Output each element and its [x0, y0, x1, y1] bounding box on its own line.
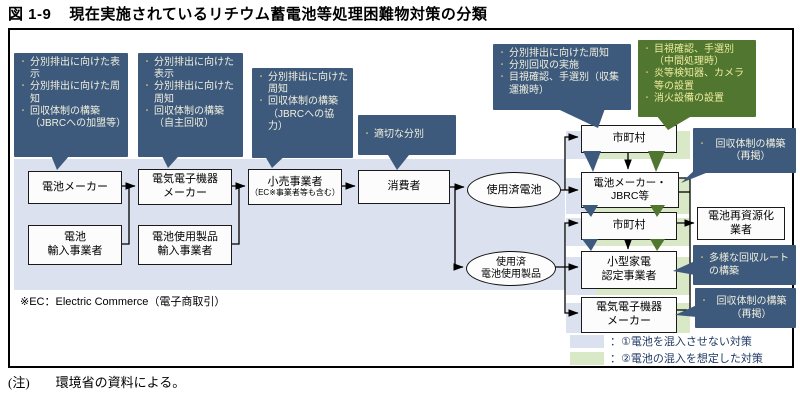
ellipse-used-product-line1: 使用済: [496, 257, 526, 268]
callout-item: 分別排出に向けた表示: [19, 57, 124, 81]
source-note-text: 環境省の資料による。: [55, 375, 186, 390]
box-consumer-label: 消費者: [387, 180, 421, 193]
legend-row-measure2: ：②電池の混入を想定した対策: [570, 350, 763, 366]
callout-item: 回収体制の構築（JBRCへの協力）: [257, 96, 349, 133]
legend-label-measure1: ：①電池を混入させない対策: [610, 336, 752, 348]
box-small-appliance-certified: 小型家電 認定事業者: [581, 251, 677, 289]
callout-item: 目視確認、手選別（中間処理時）: [643, 44, 752, 68]
callout-collection-system-repeat-1: 回収体制の構築（再掲）: [693, 128, 796, 173]
source-note-label: (注): [8, 375, 30, 390]
callout-elec-maker-measures: 分別排出に向けた表示 分別排出に向けた周知 回収体制の構築（自主回収）: [138, 53, 243, 157]
callout-item: 回収体制の構築（自主回収）: [143, 106, 239, 130]
box-small-appliance-line1: 小型家電: [607, 256, 651, 269]
box-retailer-line2: （EC※事業者等も含む）: [250, 188, 340, 198]
callout-item: 回収体制の構築（JBRCへの加盟等）: [19, 106, 126, 130]
callout-item: 適切な分別: [363, 129, 424, 141]
figure-number: 図 1-9: [8, 6, 52, 23]
box-battery-recycler-line1: 電池再資源化: [708, 209, 774, 222]
box-battery-importer-line1: 電池: [64, 231, 86, 244]
box-product-importer-line2: 輸入事業者: [157, 245, 213, 257]
box-battery-maker-label: 電池メーカー: [42, 180, 108, 193]
figure-title-text: 現在実施されているリチウム蓄電池等処理困難物対策の分類: [69, 6, 488, 23]
callout-item: 炎等検知器、カメラ等の設置: [643, 68, 752, 92]
box-retailer: 小売事業者 （EC※事業者等も含む）: [248, 169, 342, 205]
figure-title: 図 1-9 現在実施されているリチウム蓄電池等処理困難物対策の分類: [8, 3, 487, 24]
callout-item: 分別排出に向けた表示: [143, 57, 239, 81]
box-jbrc: 電池メーカー・ JBRC等: [581, 172, 679, 208]
callout-item: 多様な回収ルートの構築: [698, 253, 792, 277]
callout-item: 分別回収の実施: [498, 60, 627, 72]
box-municipality-2: 市町村: [581, 212, 677, 240]
box-elec-maker-line1: 電気電子機器: [152, 173, 218, 186]
box-battery-recycler: 電池再資源化 業者: [697, 207, 785, 240]
callout-municipality-measures: 分別排出に向けた周知 分別回収の実施 目視確認、手選別（収集運搬時）: [493, 44, 631, 110]
box-municipality-1-label: 市町村: [612, 132, 646, 145]
box-jbrc-line1: 電池メーカー・: [593, 176, 667, 189]
callout-retailer-measures: 分別排出に向けた周知 回収体制の構築（JBRCへの協力）: [252, 68, 353, 158]
callout-item: 分別排出に向けた周知: [143, 81, 239, 105]
callout-item: 回収体制の構築（再掲）: [700, 296, 792, 320]
legend-swatch-measure2: [570, 351, 604, 365]
box-small-appliance-line2: 認定事業者: [601, 270, 657, 282]
callout-item: 分別排出に向けた周知: [19, 81, 124, 105]
legend-swatch-measure1: [570, 334, 604, 348]
box-battery-importer-line2: 輸入事業者: [47, 245, 103, 257]
box-battery-maker: 電池メーカー: [28, 171, 122, 204]
ellipse-used-product: 使用済 電池使用製品: [466, 251, 556, 286]
callout-collection-system-repeat-2: 回収体制の構築（再掲）: [695, 288, 796, 328]
box-retailer-line1: 小売事業者: [267, 175, 323, 188]
callout-item: 分別排出に向けた周知: [257, 72, 349, 96]
legend-row-measure1: ：①電池を混入させない対策: [570, 333, 752, 349]
source-note: (注) 環境省の資料による。: [8, 372, 185, 391]
box-consumer: 消費者: [358, 170, 450, 204]
box-elec-maker-2-line2: メーカー: [607, 315, 651, 327]
box-elec-maker: 電気電子機器 メーカー: [138, 169, 232, 205]
ellipse-used-product-line2: 電池使用製品: [481, 268, 541, 280]
callout-item: 分別排出に向けた周知: [498, 48, 627, 60]
box-municipality-1: 市町村: [581, 125, 677, 153]
callout-consumer-measures: 適切な分別: [358, 115, 456, 155]
callout-intermediate-processing-measures: 目視確認、手選別（中間処理時） 炎等検知器、カメラ等の設置 消火設備の設置: [638, 40, 756, 117]
box-product-importer-line1: 電池使用製品: [152, 231, 218, 244]
ec-footnote: ※EC：Electric Commerce（電子商取引）: [20, 296, 226, 308]
box-battery-recycler-line2: 業者: [730, 223, 752, 236]
box-elec-maker-line2: メーカー: [163, 187, 207, 199]
box-battery-importer: 電池 輸入事業者: [28, 225, 122, 265]
legend-label-measure2: ：②電池の混入を想定した対策: [610, 353, 763, 365]
callout-item: 消火設備の設置: [643, 93, 752, 105]
box-product-importer: 電池使用製品 輸入事業者: [138, 225, 232, 265]
box-elec-maker-2-line1: 電気電子機器: [596, 301, 662, 314]
box-municipality-2-label: 市町村: [612, 219, 646, 232]
callout-battery-maker-measures: 分別排出に向けた表示 分別排出に向けた周知 回収体制の構築（JBRCへの加盟等）: [14, 53, 128, 157]
callout-item: 回収体制の構築（再掲）: [698, 139, 792, 163]
box-jbrc-line2: JBRC等: [611, 190, 649, 202]
callout-diverse-collection-routes: 多様な回収ルートの構築: [693, 245, 796, 285]
callout-item: 目視確認、手選別（収集運搬時）: [498, 72, 627, 96]
ellipse-used-battery-label: 使用済電池: [486, 183, 542, 196]
ellipse-used-battery: 使用済電池: [467, 172, 561, 208]
box-elec-maker-2: 電気電子機器 メーカー: [581, 297, 677, 333]
